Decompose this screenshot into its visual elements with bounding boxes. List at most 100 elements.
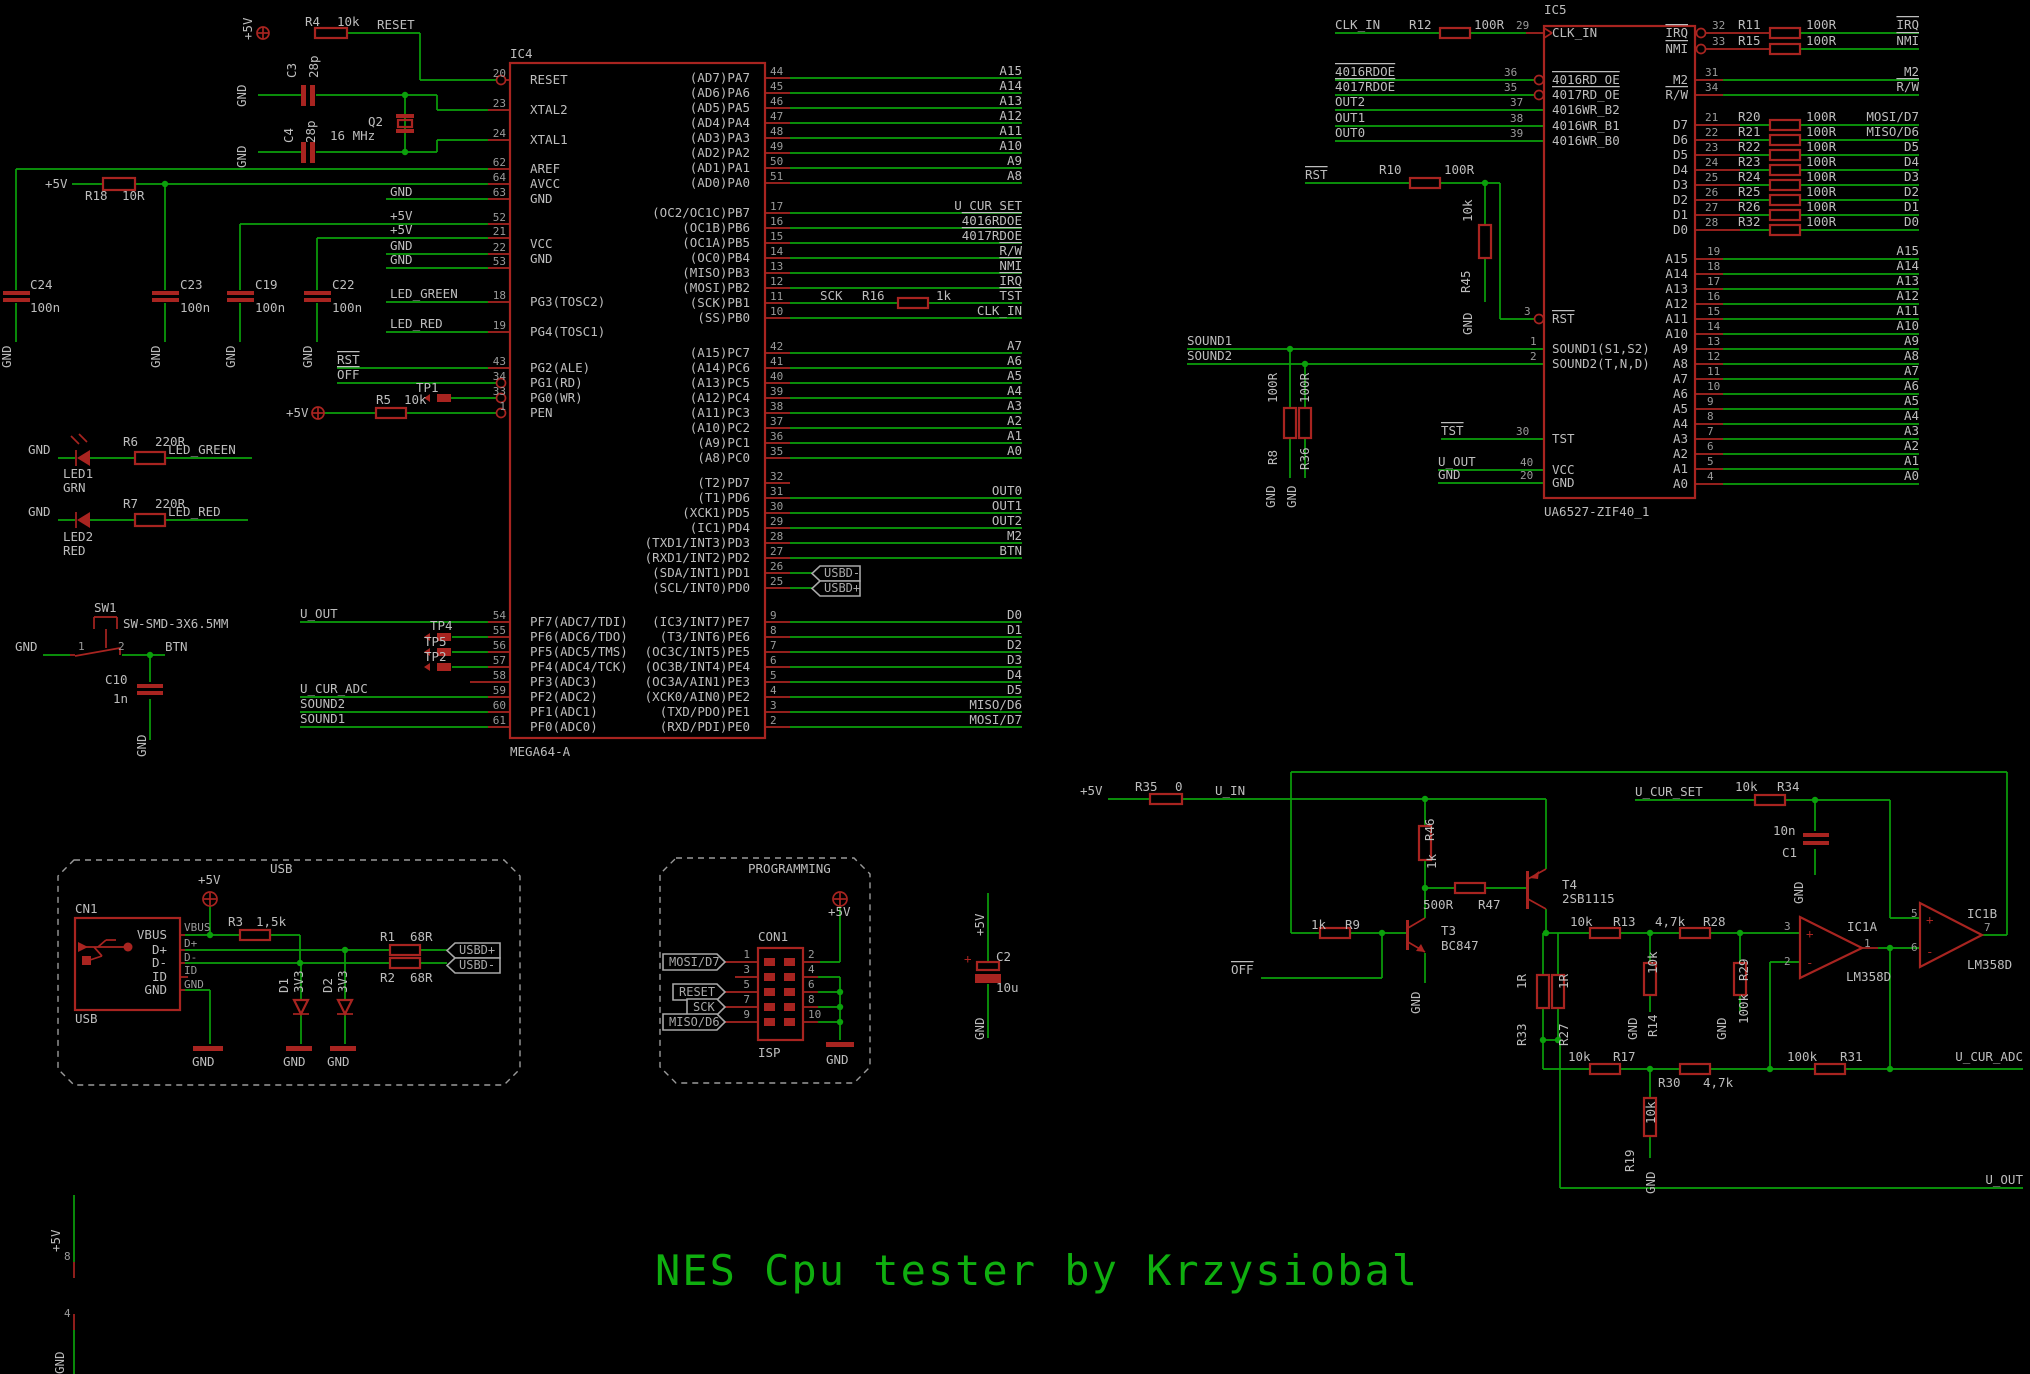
schematic-label: GND — [390, 184, 413, 199]
schematic-label: D4 — [1904, 154, 1919, 169]
component-body — [1438, 26, 1472, 40]
schematic-label: 15 — [1707, 305, 1720, 318]
schematic-label: 33 — [1712, 35, 1725, 48]
schematic-label: 8 — [64, 1250, 71, 1263]
schematic-label: ID — [152, 969, 167, 984]
schematic-label: LED_GREEN — [390, 286, 458, 301]
net-tag — [662, 1013, 727, 1031]
schematic-label: (A14)PC6 — [690, 360, 750, 375]
opamp-triangle — [1798, 915, 1865, 980]
component-lead — [89, 955, 103, 961]
component-body — [975, 960, 1001, 972]
component-fill — [1526, 871, 1529, 909]
schematic-label: 5 — [743, 978, 750, 991]
schematic-label: 100R — [1806, 154, 1837, 169]
schematic-label: (A9)PC1 — [697, 435, 750, 450]
schematic-label: 10k — [1460, 199, 1475, 222]
schematic-label: 3V3 — [335, 970, 350, 993]
schematic-label: R17 — [1613, 1049, 1636, 1064]
schematic-label: SCK — [820, 288, 843, 303]
schematic-label: OUT1 — [992, 498, 1022, 513]
schematic-label: 10n — [1773, 823, 1796, 838]
component-fill — [764, 1003, 775, 1011]
schematic-label: +5V — [240, 17, 255, 40]
schematic-label: 45 — [770, 80, 783, 93]
schematic-label: GND — [1438, 467, 1461, 482]
schematic-label: 6 — [808, 978, 815, 991]
schematic-label: 8 — [808, 993, 815, 1006]
schematic-label: 8 — [1707, 410, 1714, 423]
schematic-label: USB — [270, 861, 293, 876]
schematic-label: R47 — [1478, 897, 1501, 912]
schematic-label: 59 — [493, 684, 506, 697]
schematic-label: AVCC — [530, 176, 560, 191]
net-tag — [445, 957, 501, 974]
schematic-label: 36 — [1504, 66, 1517, 79]
schematic-label: R11 — [1738, 17, 1761, 32]
schematic-label: 50 — [770, 155, 783, 168]
component-shape — [424, 633, 430, 641]
schematic-label: 1k — [1311, 917, 1327, 932]
schematic-label: SW-SMD-3X6.5MM — [123, 616, 228, 631]
component-fill — [152, 298, 179, 302]
schematic-label: VBUS — [184, 921, 211, 934]
schematic-label: - — [1806, 955, 1814, 970]
component-lead — [74, 647, 121, 657]
schematic-label: PF4(ADC4/TCK) — [530, 659, 628, 674]
schematic-label: 10 — [808, 1008, 821, 1021]
schematic-label: 41 — [770, 355, 783, 368]
pin-circle — [1533, 89, 1545, 101]
junction-dot — [1886, 1065, 1894, 1073]
component-fill — [3, 291, 30, 295]
schematic-label: IC1B — [1967, 906, 1997, 921]
schematic-label: 1k — [1424, 853, 1439, 869]
schematic-label: R21 — [1738, 124, 1761, 139]
schematic-label: 16 — [1707, 290, 1720, 303]
opamp-triangle — [292, 998, 310, 1017]
schematic-label: 9 — [1707, 395, 1714, 408]
schematic-label: A12 — [1665, 296, 1688, 311]
component-body — [1768, 193, 1802, 207]
schematic-label: PF1(ADC1) — [530, 704, 598, 719]
schematic-label: R45 — [1458, 270, 1473, 293]
schematic-label: D1 — [1673, 207, 1688, 222]
schematic-label: 61 — [493, 714, 506, 727]
schematic-title: NES Cpu tester by Krzysiobal — [655, 1246, 1420, 1295]
schematic-label: CLK_IN — [1552, 25, 1597, 40]
schematic-label: A7 — [1673, 371, 1688, 386]
schematic-label: TP5 — [424, 634, 447, 649]
schematic-label: GND — [1643, 1171, 1658, 1194]
schematic-label: 7 — [1984, 921, 1991, 934]
component-shape — [424, 663, 430, 671]
schematic-label: 2 — [808, 948, 815, 961]
schematic-label: TP1 — [416, 380, 439, 395]
schematic-label: 1 — [499, 400, 506, 413]
component-fill — [396, 129, 414, 133]
schematic-label: 32 — [1712, 19, 1725, 32]
component-fill — [3, 298, 30, 302]
schematic-label: IRQ — [1665, 25, 1688, 40]
component-fill — [437, 663, 451, 671]
schematic-label: R14 — [1645, 1014, 1660, 1037]
usb-icon — [123, 942, 133, 952]
schematic-label: (T1)PD6 — [697, 490, 750, 505]
schematic-label: 55 — [493, 624, 506, 637]
component-fill — [137, 691, 163, 695]
schematic-label: (OC1A)PB5 — [682, 235, 750, 250]
schematic-label: CON1 — [758, 929, 788, 944]
schematic-label: 24 — [1705, 156, 1719, 169]
schematic-label: D1 — [276, 978, 291, 993]
schematic-label: 11 — [1707, 365, 1720, 378]
schematic-label: R16 — [862, 288, 885, 303]
component-fill — [301, 85, 306, 106]
net-tag-label: MISO/D6 — [669, 1015, 720, 1029]
schematic-label: R31 — [1840, 1049, 1863, 1064]
component-fill — [764, 988, 775, 996]
schematic-label: TST — [1441, 423, 1464, 438]
component-fill — [1803, 841, 1829, 845]
schematic-label: + — [1926, 912, 1934, 927]
schematic-label: GRN — [63, 480, 86, 495]
schematic-label: R22 — [1738, 139, 1761, 154]
schematic-label: A15 — [999, 63, 1022, 78]
